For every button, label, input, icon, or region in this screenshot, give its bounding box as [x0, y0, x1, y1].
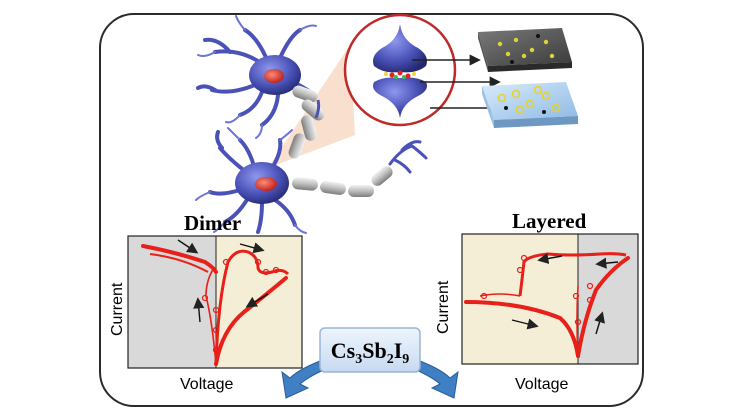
layered-ylabel: Current	[435, 280, 452, 334]
layered-plot	[461, 233, 639, 365]
axon-top	[288, 85, 325, 159]
compound-label-box: Cs3Sb2I9	[281, 327, 459, 399]
dimer-title: Dimer	[184, 211, 241, 235]
dimer-plot	[127, 235, 303, 369]
compound-formula: Cs3Sb2I9	[331, 338, 410, 367]
axon-bottom	[292, 140, 428, 197]
dimer-ylabel: Current	[109, 282, 126, 336]
layered-xlabel: Voltage	[515, 376, 568, 393]
layered-title: Layered	[512, 209, 587, 233]
device-layers-icon	[478, 28, 578, 128]
neuron-bottom-icon	[195, 127, 307, 234]
dimer-xlabel: Voltage	[180, 376, 233, 393]
